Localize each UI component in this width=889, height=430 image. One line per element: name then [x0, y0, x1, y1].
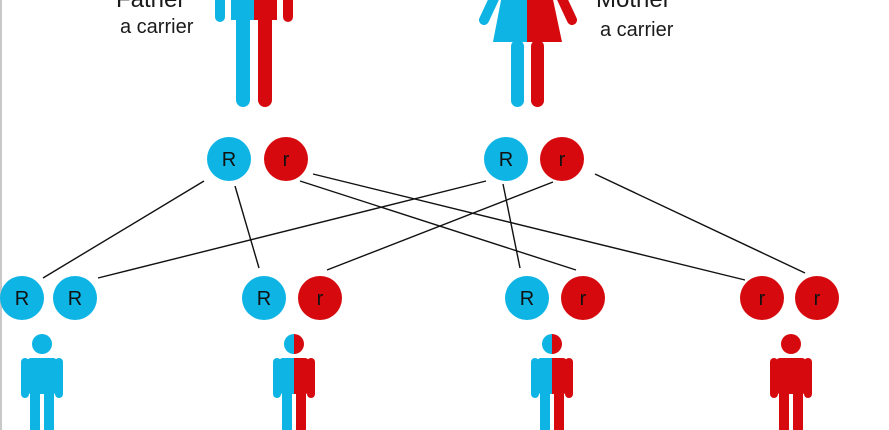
father-figure-icon	[215, 0, 293, 107]
svg-text:r: r	[317, 288, 324, 310]
line-fatherR-child1	[42, 180, 205, 279]
line-motherR-child1	[97, 180, 487, 279]
father-alleles: R r	[207, 137, 308, 181]
inheritance-lines	[42, 173, 806, 281]
allele-letter: R	[499, 149, 513, 171]
svg-text:r: r	[814, 288, 821, 310]
svg-text:r: r	[580, 288, 587, 310]
offspring-3-alleles: R r	[505, 276, 605, 320]
offspring-4-alleles: r r	[740, 276, 839, 320]
child-3-figure-icon	[531, 334, 573, 430]
left-border	[0, 0, 2, 430]
offspring-1-alleles: R R	[0, 276, 97, 320]
svg-text:R: R	[520, 288, 534, 310]
allele-circle	[264, 137, 308, 181]
svg-text:R: R	[257, 288, 271, 310]
line-fatherr-child3	[299, 180, 577, 271]
child-2-figure-icon	[273, 334, 315, 430]
line-motherr-child4	[594, 173, 806, 274]
line-motherR-child3	[502, 183, 521, 269]
father-title: Father	[116, 0, 185, 14]
svg-text:R: R	[15, 288, 29, 310]
allele-letter: R	[222, 149, 236, 171]
allele-letter: r	[283, 149, 290, 171]
line-fatherr-child4	[312, 173, 746, 281]
allele-letter: r	[559, 149, 566, 171]
allele-circle	[540, 137, 584, 181]
father-subtitle: a carrier	[120, 16, 194, 38]
svg-text:r: r	[759, 288, 766, 310]
mother-alleles: R r	[484, 137, 584, 181]
offspring-2-alleles: R r	[242, 276, 342, 320]
line-motherr-child2	[326, 181, 554, 271]
svg-text:R: R	[68, 288, 82, 310]
mother-figure-icon	[479, 0, 577, 107]
child-4-figure-icon	[770, 334, 812, 430]
allele-circle	[207, 137, 251, 181]
child-1-figure-icon	[21, 334, 63, 430]
mother-subtitle: a carrier	[600, 19, 674, 41]
allele-circle	[484, 137, 528, 181]
mother-title: Mother	[596, 0, 671, 14]
line-fatherR-child2	[234, 185, 260, 269]
